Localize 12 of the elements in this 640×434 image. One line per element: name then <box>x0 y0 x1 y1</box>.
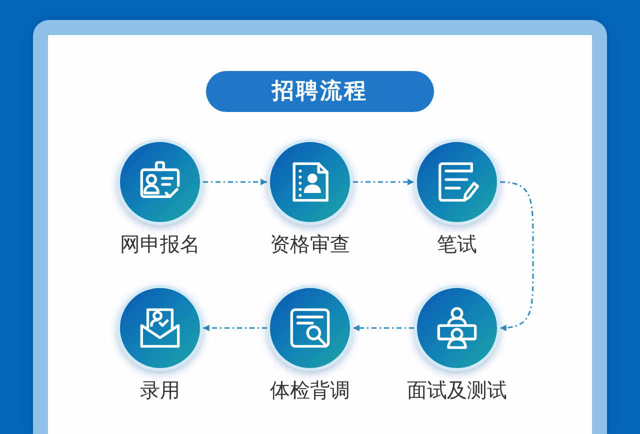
step-label: 资格审查 <box>270 232 350 256</box>
title-banner: 招聘流程 <box>206 71 434 112</box>
dashed-arrow <box>353 178 414 186</box>
step-label: 体检背调 <box>270 378 350 402</box>
dashed-arrow <box>500 181 534 331</box>
dashed-arrow <box>203 178 267 186</box>
step-label: 笔试 <box>437 232 477 256</box>
step-label: 面试及测试 <box>407 378 507 402</box>
step-label: 网申报名 <box>120 232 200 256</box>
step-label: 录用 <box>140 378 180 402</box>
dashed-arrow <box>353 324 414 332</box>
dashed-arrow <box>203 324 267 332</box>
